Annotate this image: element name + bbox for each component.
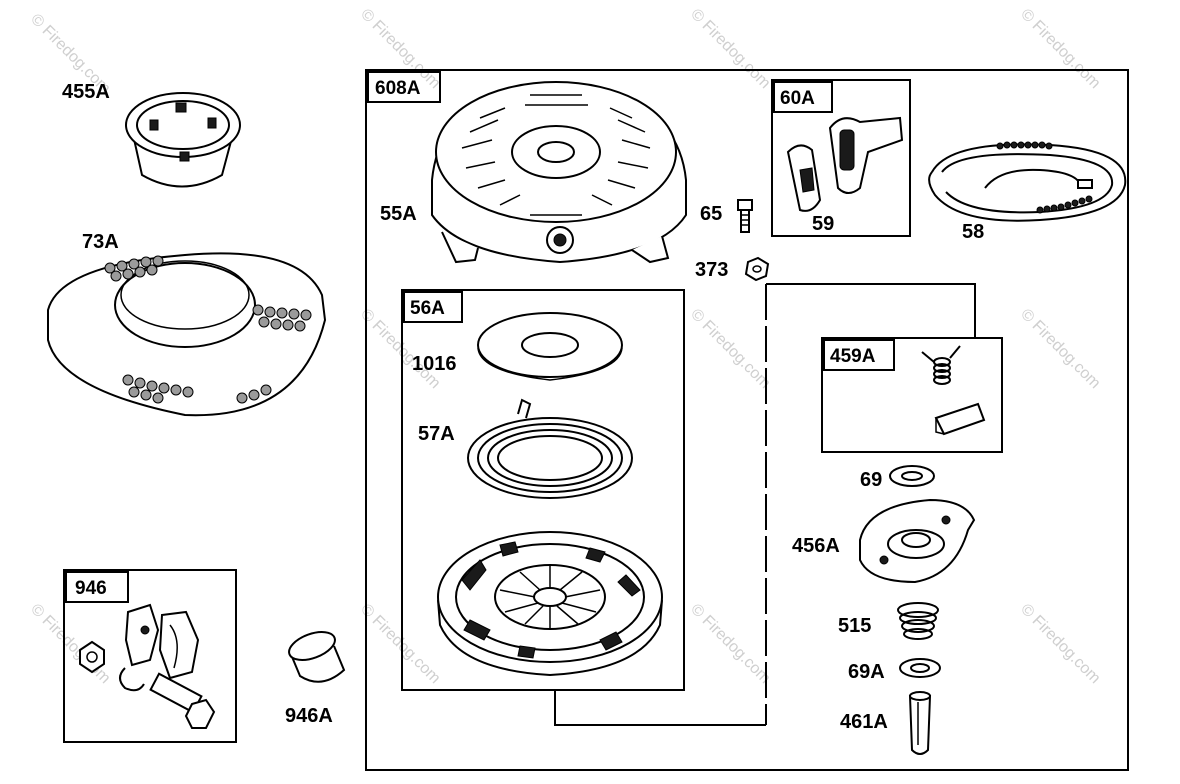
label-73A: 73A (82, 231, 119, 253)
label-55A: 55A (380, 203, 417, 225)
label-69: 69 (860, 469, 882, 491)
box-56A-tag (403, 291, 463, 323)
box-60A-tag (773, 81, 833, 113)
watermark: © Firedog.com (687, 601, 773, 687)
part-57A-spring (467, 398, 633, 499)
part-69-washer (889, 465, 935, 487)
watermark: © Firedog.com (687, 6, 773, 92)
part-456A-retainer (859, 498, 976, 584)
part-946A-sleeve (288, 631, 346, 683)
part-455A-cup (125, 92, 241, 188)
label-57A: 57A (418, 423, 455, 445)
part-65-screw (737, 199, 753, 233)
label-461A: 461A (840, 711, 888, 733)
part-1016-washer (477, 312, 623, 381)
box-946 (63, 569, 237, 743)
part-946-hardware (79, 603, 216, 729)
label-65: 65 (700, 203, 722, 225)
box-label-608A: 608A (375, 78, 421, 99)
watermark: © Firedog.com (1017, 601, 1103, 687)
label-373: 373 (695, 259, 728, 281)
part-73A-screen (47, 252, 327, 417)
box-label-459A: 459A (830, 346, 876, 367)
part-56A-pulley (437, 531, 663, 677)
box-459A (821, 337, 1003, 453)
label-69A: 69A (848, 661, 885, 683)
label-455A: 455A (62, 81, 110, 103)
label-515: 515 (838, 615, 871, 637)
box-608A-tag (367, 71, 441, 103)
watermark: © Firedog.com (1017, 306, 1103, 392)
box-946-tag (65, 571, 129, 603)
label-1016: 1016 (412, 353, 457, 375)
part-461A-pin (908, 691, 932, 755)
box-label-56A: 56A (410, 298, 445, 319)
watermark: © Firedog.com (27, 601, 113, 687)
watermark: © Firedog.com (357, 601, 443, 687)
box-459A-tag (823, 339, 895, 371)
label-58: 58 (962, 221, 984, 243)
watermark: © Firedog.com (1017, 6, 1103, 92)
box-label-946: 946 (75, 578, 107, 599)
watermark: © Firedog.com (687, 306, 773, 392)
part-459A-spring-pawl (921, 345, 986, 436)
box-label-60A: 60A (780, 88, 815, 109)
part-515-spring (897, 602, 939, 640)
part-69A-washer (899, 658, 941, 678)
part-55A-housing (431, 81, 687, 264)
label-59: 59 (812, 213, 834, 235)
part-58-rope (928, 141, 1127, 222)
box-608A (365, 69, 1129, 771)
part-373-nut (744, 256, 770, 282)
label-946A: 946A (285, 705, 333, 727)
label-456A: 456A (792, 535, 840, 557)
part-59-handle (786, 116, 904, 212)
box-56A (401, 289, 685, 691)
connector-lines (554, 283, 976, 726)
box-60A (771, 79, 911, 237)
